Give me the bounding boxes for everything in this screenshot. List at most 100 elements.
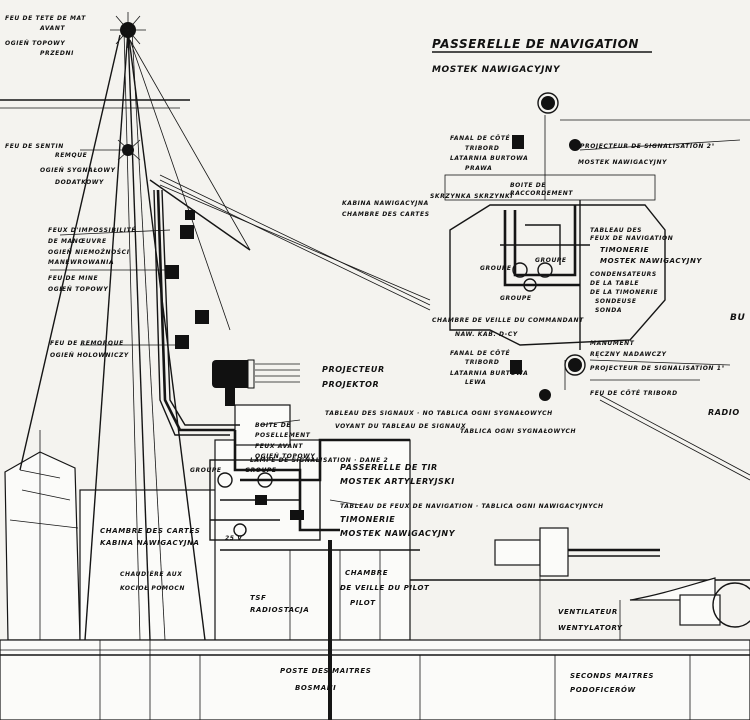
label-plan-handheld: RĘCZNY NADAWCZY [590, 351, 667, 358]
svg-text:CHAUDIÈRE AUX: CHAUDIÈRE AUX [120, 571, 182, 578]
svg-text:KABINA NAWIGACYJNA: KABINA NAWIGACYJNA [100, 539, 200, 547]
label-chart-room: CHAMBRE DES CARTES KABINA NAWIGACYJNA [100, 527, 200, 547]
label-petty-officers: POSTE DES MAITRES BOSMANI [280, 667, 371, 692]
svg-text:FANAL DE CÔTÉ: FANAL DE CÔTÉ [450, 134, 511, 142]
svg-text:MANEWROWANIA: MANEWROWANIA [48, 259, 114, 266]
svg-text:TRIBORD: TRIBORD [465, 359, 499, 366]
label-fore-lights: FEU DE SENTIN REMQUE OGIEŃ SYGNAŁOWY DOD… [5, 143, 116, 186]
label-group-b: GROUPE [245, 467, 277, 474]
leader-lines [50, 149, 361, 506]
svg-text:FEUX DE NAVIGATION: FEUX DE NAVIGATION [590, 235, 673, 242]
label-plan-pilot-cabin: CHAMBRE DE VEILLE DU COMMANDANT NAW. KAB… [432, 317, 584, 338]
svg-text:CHAMBRE DES CARTES: CHAMBRE DES CARTES [100, 527, 200, 535]
label-mast-cables: BOITE DE POSELLEMENT FEUX AVANT OGIEŃ TO… [255, 422, 315, 460]
label-fore-top: FEU DE TETE DE MAT AVANT OGIEŃ TOPOWY PR… [5, 15, 86, 57]
svg-text:CONDENSATEURS: CONDENSATEURS [590, 271, 657, 278]
signal-lamp-1-icon [117, 139, 141, 161]
svg-text:PRZEDNI: PRZEDNI [40, 50, 74, 57]
svg-text:SONDA: SONDA [595, 307, 622, 314]
svg-text:SECONDS MAITRES: SECONDS MAITRES [570, 672, 654, 680]
label-plan-chart-cabin: KABINA NAWIGACYJNA CHAMBRE DES CARTES [342, 200, 430, 218]
foremast [0, 29, 750, 641]
label-edge-radio: RADIO [708, 408, 740, 417]
plan-lamp-port-icon [537, 92, 559, 114]
label-nav-chart-table: TABLEAU DE FEUX DE NAVIGATION · TABLICA … [340, 503, 604, 510]
svg-text:KABINA NAWIGACYJNA: KABINA NAWIGACYJNA [342, 200, 429, 207]
plan-lamp-bottom-icon [539, 389, 551, 401]
svg-text:DE LA TABLE: DE LA TABLE [590, 280, 639, 287]
label-plan-wind: SKRZYNKA SKRZYNKI [430, 193, 513, 200]
svg-text:PASSERELLE DE TIR: PASSERELLE DE TIR [340, 463, 438, 472]
svg-text:OGIEŃ TOPOWY: OGIEŃ TOPOWY [255, 452, 315, 460]
svg-text:AVANT: AVANT [39, 25, 66, 32]
label-plan-manual: MANUMENT [590, 340, 635, 347]
label-plan-masthead: MOSTEK NAWIGACYJNY [578, 159, 667, 166]
label-plan-signal-lamp-top: PROJECTEUR DE SIGNALISATION 2° [580, 143, 715, 150]
svg-text:FEUX D'IMPOSSIBILITÉ: FEUX D'IMPOSSIBILITÉ [48, 226, 136, 234]
svg-text:FEU DE SENTIN: FEU DE SENTIN [5, 143, 64, 150]
label-edge-bu: BU [730, 313, 745, 323]
svg-text:MOSTEK NAWIGACYJNY: MOSTEK NAWIGACYJNY [600, 257, 702, 265]
deckhouse-chart-room [79, 489, 221, 641]
svg-text:PROJEKTOR: PROJEKTOR [322, 380, 379, 389]
svg-text:POSTE DES MAITRES: POSTE DES MAITRES [280, 667, 371, 675]
svg-text:BOITE DE: BOITE DE [255, 422, 291, 429]
svg-text:FEUX AVANT: FEUX AVANT [255, 443, 303, 450]
label-projector: PROJECTEUR PROJEKTOR [322, 365, 384, 389]
svg-text:BOITE DE: BOITE DE [510, 182, 546, 189]
svg-text:TIMONERIE: TIMONERIE [600, 246, 649, 254]
svg-text:WENTYLATORY: WENTYLATORY [558, 624, 623, 632]
svg-text:OGIEŃ HOLOWNICZY: OGIEŃ HOLOWNICZY [50, 351, 129, 359]
diagram-title: PASSERELLE DE NAVIGATION [432, 37, 639, 51]
searchlight-projector-icon [212, 359, 300, 406]
plan-lamp-side-icon [510, 360, 522, 374]
label-signal-panel-pl: TABLICA OGNI SYGNAŁOWYCH [460, 428, 576, 435]
svg-text:DE LA TIMONERIE: DE LA TIMONERIE [590, 289, 658, 296]
svg-text:OGIEŃ SYGNAŁOWY: OGIEŃ SYGNAŁOWY [40, 166, 116, 174]
svg-text:RACCORDEMENT: RACCORDEMENT [510, 190, 573, 197]
mast-lamps [110, 12, 209, 349]
svg-text:OGIEŃ NIEMOŻNOŚCI: OGIEŃ NIEMOŻNOŚCI [48, 248, 130, 256]
signal-lamp-2-icon [180, 225, 194, 239]
label-plan-converter: TABLEAU DES FEUX DE NAVIGATION [590, 227, 673, 242]
label-group-a: GROUPE [190, 467, 222, 474]
label-radio: TSF RADIOSTACJA [250, 594, 309, 614]
label-boiler: CHAUDIÈRE AUX KOCIOŁ POMOCN [120, 571, 184, 592]
svg-text:OGIEŃ TOPOWY: OGIEŃ TOPOWY [48, 285, 108, 293]
signal-lamp-3-icon [165, 265, 179, 279]
bridge-switchboard [209, 430, 410, 720]
svg-text:LATARNIA BURTOWA: LATARNIA BURTOWA [450, 370, 528, 377]
label-ventilator: VENTILATEUR WENTYLATORY [558, 608, 623, 632]
svg-text:NAW. KAB. D-CY: NAW. KAB. D-CY [455, 331, 518, 338]
gun-turret [494, 527, 660, 577]
label-plan-group-3: GROUPE [500, 295, 532, 302]
title-block: PASSERELLE DE NAVIGATION MOSTEK NAWIGACY… [432, 37, 652, 75]
svg-text:PILOT: PILOT [350, 599, 376, 607]
label-wheelhouse: TIMONERIE MOSTEK NAWIGACYJNY [340, 515, 455, 538]
svg-text:BOSMANI: BOSMANI [295, 684, 336, 692]
signal-lamp-5-icon [175, 335, 189, 349]
svg-text:MOSTEK ARTYLERYJSKI: MOSTEK ARTYLERYJSKI [340, 477, 455, 486]
label-plan-group-1: GROUPE [480, 265, 512, 272]
label-not-under-command: FEUX D'IMPOSSIBILITÉ DE MANŒUVRE OGIEŃ N… [48, 226, 136, 266]
svg-text:PRAWA: PRAWA [465, 165, 492, 172]
label-pilot-room: CHAMBRE DE VEILLE DU PILOT PILOT [340, 569, 429, 607]
svg-text:TRIBORD: TRIBORD [465, 145, 499, 152]
svg-text:CHAMBRE DES CARTES: CHAMBRE DES CARTES [342, 211, 430, 218]
svg-text:DODATKOWY: DODATKOWY [55, 179, 104, 186]
svg-text:CHAMBRE DE VEILLE DU COMMANDAN: CHAMBRE DE VEILLE DU COMMANDANT [432, 317, 584, 324]
svg-text:SONDEUSE: SONDEUSE [595, 298, 637, 305]
svg-text:TSF: TSF [250, 594, 266, 602]
svg-text:REMQUE: REMQUE [55, 152, 88, 159]
label-plan-signal-lamp-bottom: PROJECTEUR DE SIGNALISATION 1° [590, 365, 725, 372]
label-plan-port-lamp: FANAL DE CÔTÉ TRIBORD LATARNIA BURTOWA P… [450, 134, 528, 172]
lamp-6-icon [185, 210, 195, 220]
svg-text:TABLEAU DES: TABLEAU DES [590, 227, 642, 234]
label-plan-sounding: SONDEUSE SONDA [595, 298, 637, 314]
svg-text:OGIEŃ TOPOWY: OGIEŃ TOPOWY [5, 39, 65, 47]
signal-lamp-4-icon [195, 310, 209, 324]
label-lamp-note: LAMPE DE SIGNALISATION · DANE 2 [250, 457, 388, 464]
funnel [4, 451, 81, 641]
masthead-light-icon [110, 12, 146, 48]
label-towing: FEU DE REMORQUE OGIEŃ HOLOWNICZY [50, 340, 129, 359]
